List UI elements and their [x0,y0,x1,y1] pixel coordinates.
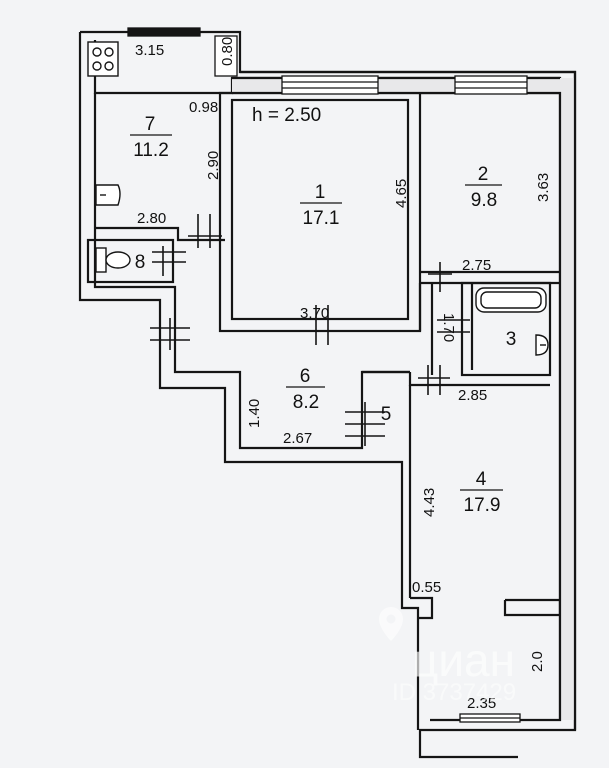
watermark-id: ID 3737429 [392,679,516,706]
window-room2 [454,75,528,95]
windows [127,27,528,723]
door-wc [152,246,186,276]
room2-area: 9.8 [471,190,497,211]
room6-number: 6 [300,366,311,387]
door-bathroom [437,319,470,333]
bathtub-icon [475,287,547,313]
room1-area: 17.1 [303,208,340,229]
dim-room4-jog: 0.55 [412,579,441,596]
wall-fills [232,78,575,720]
inner-wall-left [93,93,410,450]
room4-area: 17.9 [464,495,501,516]
dim-room1-bottom: 3.70 [300,305,329,322]
dim-kitchen-bottom: 2.80 [137,210,166,227]
toilet-icon [95,247,131,273]
dim-room1-side: 4.65 [393,179,410,208]
room1-number: 1 [315,182,326,203]
room5-number: 5 [381,404,392,425]
door-entrance [150,318,190,350]
dim-room4-top: 2.85 [458,387,487,404]
dim-hall-side: 1.40 [246,399,263,428]
balcony-side-block [214,35,238,77]
dim-bath-side: 1.70 [440,313,457,342]
room7-area: 11.2 [133,140,169,161]
outer-wall-left [78,32,420,730]
door-room2 [428,262,452,292]
door-room1 [315,305,329,345]
stove-icon [87,41,119,77]
dim-room2-side: 3.63 [535,173,552,202]
bathroom-walls [460,281,552,377]
dim-kitchen-top: 3.15 [135,42,164,59]
map-pin-icon [379,607,403,641]
ceiling-height: h = 2.50 [252,105,321,126]
wc-walls [86,238,175,284]
room3-number: 3 [506,329,517,350]
room1-walls-inner [230,98,410,321]
dim-kitchen-door: 0.98 [189,99,218,116]
room4-niche-wall [503,598,562,617]
doors [150,214,470,446]
door-room4 [418,365,450,395]
window-room1 [281,75,379,95]
dim-hall-bottom: 2.67 [283,430,312,447]
balcony-door [127,27,201,37]
room4-number: 4 [476,469,487,490]
dim-room4-niche: 2.0 [529,651,546,672]
fixtures [87,41,549,356]
dim-kitchen-balcony: 0.80 [219,37,236,66]
room4-jog-wall [410,596,434,620]
kitchen-sink-icon [95,184,121,206]
labels: h = 2.50 7 11.2 1 17.1 2 9.8 3 4 17.9 5 … [130,37,552,712]
watermark-brand: циан [412,634,515,686]
door-closet [345,402,385,446]
room8-number: 8 [135,252,146,273]
watermark: циан ID 3737429 [379,607,516,706]
dim-room4-bottom: 2.35 [467,695,496,712]
kitchen-bottom-wall [95,226,225,242]
door-kitchen [188,214,222,248]
room7-number: 7 [145,114,156,135]
room2-number: 2 [478,164,489,185]
dim-kitchen-side: 2.90 [205,151,222,180]
room6-area: 8.2 [293,392,319,413]
window-room4 [459,713,521,723]
dim-room2-bottom: 2.75 [462,257,491,274]
walls-top [232,70,577,730]
dim-room4-side: 4.43 [421,488,438,517]
washbasin-icon [535,334,549,356]
